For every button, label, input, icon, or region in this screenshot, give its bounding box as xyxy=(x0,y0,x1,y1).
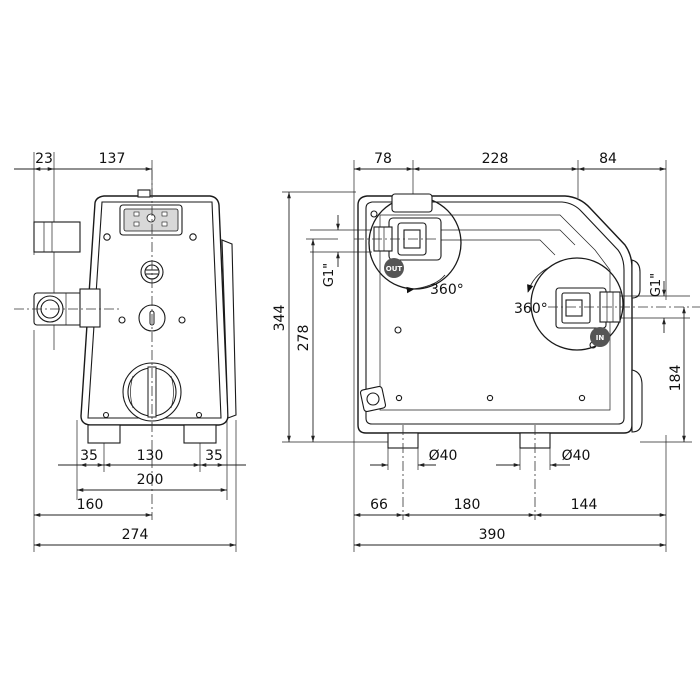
dim-35-right-label: 35 xyxy=(205,448,223,464)
outlet-thread-label: G1" xyxy=(322,263,337,287)
front-foot-dimension: 35 130 35 xyxy=(58,420,246,500)
control-panel xyxy=(119,204,183,236)
foot-left-dia-label: Ø40 xyxy=(429,448,458,464)
dim-184-label: 184 xyxy=(668,365,684,392)
dim-78-label: 78 xyxy=(374,151,392,167)
motor-side-cap xyxy=(631,259,641,299)
side-panel-rib xyxy=(440,239,556,256)
screw xyxy=(195,411,203,419)
outlet-pipe-front xyxy=(33,221,81,253)
dim-180-label: 180 xyxy=(454,497,481,513)
dim-278-label: 278 xyxy=(296,325,312,352)
svg-text:OUT: OUT xyxy=(386,265,403,273)
top-cap xyxy=(137,189,151,198)
screw xyxy=(394,326,402,334)
foot-diameter-dimensions: Ø40 Ø40 xyxy=(370,448,590,470)
foot-right-dia-label: Ø40 xyxy=(562,448,591,464)
front-width-160: 160 xyxy=(33,330,152,552)
dim-66-label: 66 xyxy=(370,497,388,513)
screw xyxy=(486,394,494,402)
inlet-connection xyxy=(530,257,700,351)
inlet-rotation-label: 360° xyxy=(514,301,548,317)
side-panel-detail xyxy=(379,214,611,411)
outlet-rotation-label: 360° xyxy=(430,282,464,298)
outlet-thread-dimension: G1" xyxy=(310,215,372,287)
side-top-dimension: 78 228 84 xyxy=(353,151,667,552)
screw xyxy=(395,394,403,402)
outlet-rotation-arrow xyxy=(406,274,446,294)
front-width-274: 274 xyxy=(34,420,237,552)
side-view: 78 228 84 xyxy=(272,151,700,552)
screw xyxy=(178,316,186,324)
screw xyxy=(103,233,111,241)
dim-390-label: 390 xyxy=(479,527,506,543)
side-height-dimensions: 344 278 xyxy=(272,191,388,443)
dim-84-label: 84 xyxy=(599,151,617,167)
inlet-thread-label: G1" xyxy=(649,273,664,297)
outlet-badge: OUT xyxy=(384,258,404,278)
dim-344-label: 344 xyxy=(272,305,288,332)
foot-left xyxy=(87,424,121,444)
foot-right xyxy=(183,424,217,444)
dim-274-label: 274 xyxy=(122,527,149,543)
inlet-rotation-arrow xyxy=(527,267,549,293)
front-view: 23 137 xyxy=(14,151,246,552)
screw xyxy=(189,233,197,241)
dim-137-label: 137 xyxy=(99,151,126,167)
side-inlet-height: 184 xyxy=(640,307,692,443)
side-panel-rib xyxy=(440,229,576,246)
svg-text:IN: IN xyxy=(596,334,605,342)
screw xyxy=(578,394,586,402)
side-total-width: 390 xyxy=(354,527,666,547)
screw xyxy=(102,411,110,419)
dim-144-label: 144 xyxy=(571,497,598,513)
screw xyxy=(370,210,378,218)
dim-160-label: 160 xyxy=(77,497,104,513)
screw xyxy=(118,316,126,324)
inlet-pipe-front xyxy=(33,288,101,328)
side-base-dimension: 66 180 144 xyxy=(354,435,667,552)
dim-23-label: 23 xyxy=(35,151,53,167)
front-width-200: 200 xyxy=(77,472,227,492)
dim-130-label: 130 xyxy=(137,448,164,464)
dim-228-label: 228 xyxy=(482,151,509,167)
motor-side-bulge xyxy=(631,369,643,433)
inlet-badge: IN xyxy=(590,327,610,347)
dim-200-label: 200 xyxy=(137,472,164,488)
drain-valve-side xyxy=(359,385,387,413)
dim-35-left-label: 35 xyxy=(80,448,98,464)
inlet-thread-dimension: G1" xyxy=(620,273,690,333)
side-cover xyxy=(221,239,237,419)
